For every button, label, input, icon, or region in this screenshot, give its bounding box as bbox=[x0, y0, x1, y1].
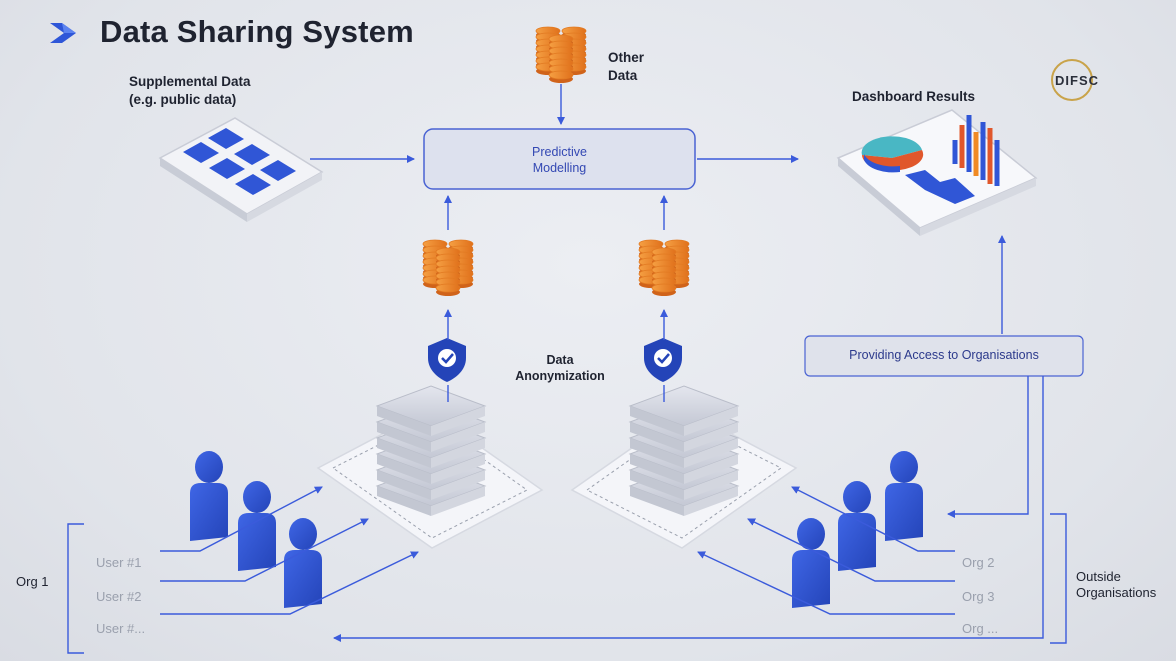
user-label: User #1 bbox=[96, 555, 142, 570]
predictive-modelling-label: Predictive Modelling bbox=[424, 144, 695, 176]
person-icon bbox=[284, 518, 322, 608]
predictive-modelling-box bbox=[423, 128, 696, 190]
user-label: User #... bbox=[96, 621, 146, 636]
predictive-line1: Predictive bbox=[532, 145, 587, 159]
shield-check-icon bbox=[644, 338, 682, 382]
dashboard-results-label: Dashboard Results bbox=[852, 89, 976, 104]
connector-lines bbox=[160, 84, 1044, 642]
server-stack-group bbox=[375, 385, 740, 516]
database-coins-group bbox=[422, 26, 690, 296]
other-data-line2: Data bbox=[608, 68, 638, 83]
person-icon bbox=[238, 481, 276, 571]
server-stack-icon bbox=[628, 385, 740, 516]
person-icon bbox=[190, 451, 228, 541]
data-grid-icon bbox=[158, 117, 324, 222]
supplemental-data-label: Supplemental Data (e.g. public data) bbox=[129, 73, 251, 109]
people-group bbox=[190, 451, 923, 608]
other-data-line1: Other bbox=[608, 50, 645, 65]
database-coins-icon bbox=[638, 239, 690, 296]
org-label: Org 2 bbox=[962, 555, 995, 570]
outside-organisations-label: Outside Organisations bbox=[1076, 569, 1156, 601]
outside-line2: Organisations bbox=[1076, 585, 1157, 600]
person-icon bbox=[885, 451, 923, 541]
data-anonymization-label: Data Anonymization bbox=[505, 352, 615, 384]
person-icon bbox=[792, 518, 830, 608]
logo-text: DIFSC bbox=[1055, 73, 1099, 88]
org1-label: Org 1 bbox=[16, 574, 49, 589]
anonymization-line2: Anonymization bbox=[515, 369, 605, 383]
person-icon bbox=[838, 481, 876, 571]
user-label: User #2 bbox=[96, 589, 142, 604]
shield-check-icon bbox=[428, 338, 466, 382]
anonymization-line1: Data bbox=[546, 353, 574, 367]
difsc-logo bbox=[1051, 59, 1093, 101]
org-label: Org 3 bbox=[962, 589, 995, 604]
bracket-lines bbox=[67, 513, 1067, 654]
predictive-line2: Modelling bbox=[532, 161, 587, 175]
org-label: Org ... bbox=[962, 621, 999, 636]
providing-access-box bbox=[804, 335, 1084, 377]
other-data-label: Other Data bbox=[608, 49, 644, 85]
providing-access-label: Providing Access to Organisations bbox=[849, 348, 1039, 362]
server-stack-icon bbox=[375, 385, 487, 516]
database-coins-icon bbox=[535, 26, 587, 83]
supplemental-label-line1: Supplemental Data bbox=[129, 74, 251, 89]
supplemental-label-line2: (e.g. public data) bbox=[129, 92, 237, 107]
database-coins-icon bbox=[422, 239, 474, 296]
outside-line1: Outside bbox=[1076, 569, 1121, 584]
page-title: Data Sharing System bbox=[100, 14, 414, 49]
dashboard-icon bbox=[836, 109, 1038, 236]
brand-chevron-icon bbox=[50, 23, 76, 43]
